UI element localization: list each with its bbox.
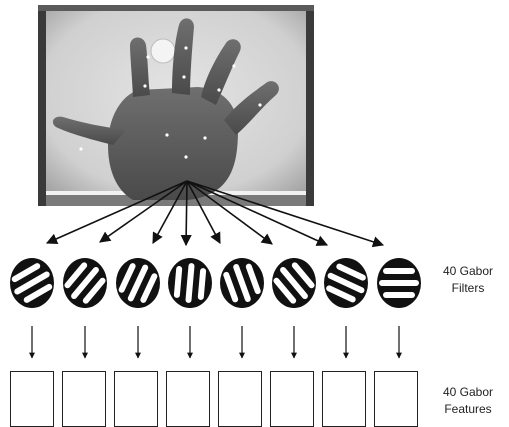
gabor-filter-1 [7, 258, 57, 308]
filters-label: 40 Gabor Filters [432, 263, 504, 297]
gabor-filter-7 [322, 258, 371, 308]
feature-box-1 [10, 371, 54, 427]
gabor-filter-8 [377, 258, 421, 308]
features-label-line1: 40 Gabor [432, 384, 504, 401]
gabor-filter-4 [168, 258, 212, 308]
fan-arrows [47, 181, 383, 245]
feature-box-3 [114, 371, 158, 427]
feature-box-8 [374, 371, 418, 427]
feature-box-4 [166, 371, 210, 427]
fan-arrow-4 [186, 181, 187, 245]
filters-label-line2: Filters [432, 280, 504, 297]
gabor-filter-2 [61, 258, 110, 308]
fan-arrow-6 [187, 181, 272, 244]
gabor-filter-3 [116, 258, 160, 308]
filter-to-feature-arrows [32, 326, 399, 358]
fan-arrow-1 [47, 181, 187, 243]
fan-arrow-3 [153, 181, 187, 243]
feature-box-5 [218, 371, 262, 427]
fan-arrow-2 [100, 181, 187, 242]
feature-box-7 [322, 371, 366, 427]
gabor-filter-5 [220, 258, 264, 308]
features-label: 40 Gabor Features [432, 384, 504, 418]
filters-label-line1: 40 Gabor [432, 263, 504, 280]
features-label-line2: Features [432, 401, 504, 418]
fan-arrow-7 [187, 181, 327, 245]
gabor-filter-bank [7, 258, 421, 308]
feature-box-6 [270, 371, 314, 427]
feature-box-2 [62, 371, 106, 427]
gabor-filter-6 [270, 258, 319, 308]
